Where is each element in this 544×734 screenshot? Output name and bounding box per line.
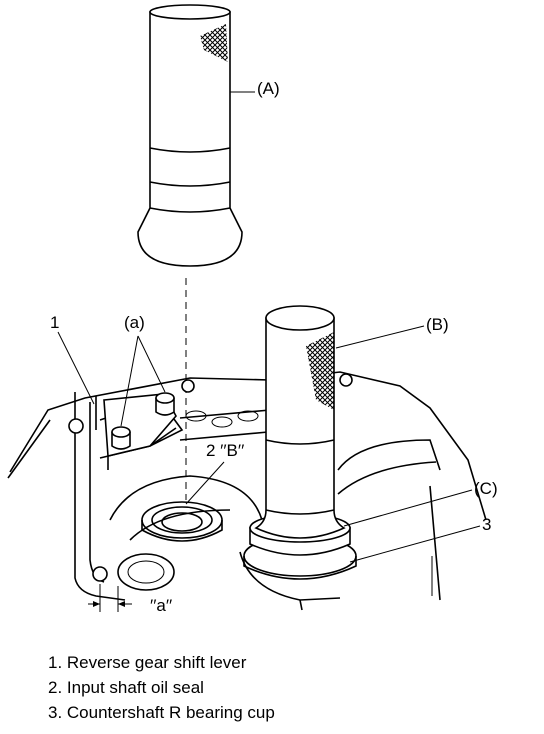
label-dim-a: ′′a′′ xyxy=(150,596,172,615)
tool-a-installer xyxy=(137,4,243,267)
tool-b-grip-hatch xyxy=(306,332,334,410)
bolt-2 xyxy=(155,392,175,416)
leader-c xyxy=(343,489,473,527)
bolt-1 xyxy=(111,426,131,450)
leader-1 xyxy=(57,331,95,405)
label-tool-a: (A) xyxy=(257,79,280,98)
leader-b xyxy=(335,325,425,349)
leader-2 xyxy=(185,461,225,505)
input-shaft-oil-seal xyxy=(141,501,223,542)
label-tool-c: (C) xyxy=(474,479,498,498)
legend-item: 1. Reverse gear shift lever xyxy=(48,653,247,672)
legend-item: 2. Input shaft oil seal xyxy=(48,678,204,697)
label-tool-b: (B) xyxy=(426,315,449,334)
parts-legend: 1. Reverse gear shift lever 2. Input sha… xyxy=(48,650,275,725)
tool-b-installer xyxy=(254,305,346,539)
dimension-a xyxy=(88,584,132,612)
legend-item: 3. Countershaft R bearing cup xyxy=(48,703,275,722)
label-bolts-a: (a) xyxy=(124,313,145,332)
dimension-a-ring xyxy=(117,553,175,591)
label-part-1: 1 xyxy=(50,313,59,332)
leader-bolt-2 xyxy=(137,335,166,393)
leader-3 xyxy=(349,525,481,563)
label-part-2: 2 ′′B′′ xyxy=(206,441,244,460)
transmission-case xyxy=(7,371,487,611)
tool-a-grip-hatch xyxy=(200,24,228,62)
installation-diagram: (A) xyxy=(7,4,498,615)
leader-bolt-1 xyxy=(120,335,139,427)
label-part-3: 3 xyxy=(482,515,491,534)
